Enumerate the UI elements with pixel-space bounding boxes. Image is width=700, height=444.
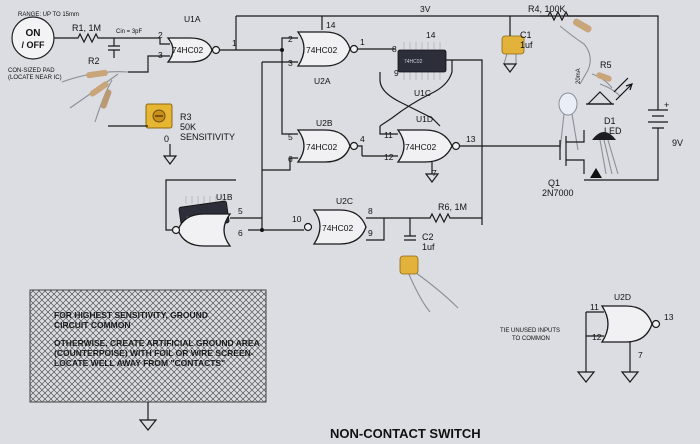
r5-value: 20mA — [576, 68, 582, 84]
pad-note-line1: CON-SIZED PAD — [8, 68, 55, 74]
u1c-pin-a: 8 — [392, 44, 397, 54]
u2a-pin-out: 1 — [360, 37, 365, 47]
u2c-name: U2C — [336, 196, 353, 206]
r3-value: 50K — [180, 122, 196, 132]
u1d-pin-out: 13 — [466, 134, 476, 144]
u2b-pin-a: 5 — [288, 132, 293, 142]
c1-label: C1 — [520, 30, 532, 40]
u1a-part: 74HC02 — [172, 45, 203, 55]
gate-u1d — [396, 129, 461, 163]
u1d-pin-a: 11 — [384, 130, 393, 140]
tie-note-line2: TO COMMON — [512, 336, 550, 342]
u1a-pin-out: 1 — [232, 38, 237, 48]
u1a-pin-a: 2 — [158, 30, 163, 40]
gate-u2c — [303, 209, 367, 245]
r5-label: R5 — [600, 60, 612, 70]
u2c-part: 74HC02 — [322, 223, 353, 233]
u2d-pin-b: 12 — [592, 332, 602, 342]
r3-label: R3 — [180, 112, 192, 122]
u2c-pin-c: 9 — [368, 228, 373, 238]
u2a-name: U2A — [314, 76, 331, 86]
u1b-pin-b: 6 — [238, 228, 243, 238]
u2d-pin-a: 11 — [590, 302, 599, 312]
u1d-pin-gnd: 7 — [432, 168, 437, 178]
on-off-touch-pad[interactable]: ON / OFF — [11, 16, 55, 60]
gate-u1a — [166, 37, 221, 63]
led-d1 — [558, 92, 579, 151]
vcc-label: 3V — [420, 4, 431, 14]
r3-sensitivity: SENSITIVITY — [180, 132, 235, 142]
u2c-pin-b: 8 — [368, 206, 373, 216]
u1d-pin-b: 12 — [384, 152, 394, 162]
u2a-part: 74HC02 — [306, 45, 337, 55]
pad-on-label: ON — [26, 28, 41, 39]
u1a-pin-b: 3 — [158, 50, 163, 60]
diagram-title: NON-CONTACT SWITCH — [330, 426, 481, 441]
r6-label: R6, 1M — [438, 202, 467, 212]
d1-label: D1 — [604, 116, 616, 126]
ground-note-line6: LOCATE WELL AWAY FROM "CONTACTS" — [54, 358, 225, 368]
battery-label: 9V — [672, 138, 683, 148]
u1c-pin-b: 9 — [394, 68, 399, 78]
u2b-name: U2B — [316, 118, 333, 128]
gate-u1b — [171, 213, 232, 247]
u2b-part: 74HC02 — [306, 142, 337, 152]
u1c-name: U1C — [414, 88, 431, 98]
r4-label: R4, 100K — [528, 4, 566, 14]
u1b-name: U1B — [216, 192, 233, 202]
gate-u2a — [296, 31, 359, 67]
u2d-name: U2D — [614, 292, 631, 302]
pad-note-line2: (LOCATE NEAR IC) — [8, 75, 62, 81]
ground-note-line2: CIRCUIT COMMON — [54, 320, 131, 330]
gate-u2d — [600, 305, 661, 343]
u1a-name: U1A — [184, 14, 201, 24]
u1c-pin-vcc: 14 — [426, 30, 436, 40]
q1-label: Q1 — [548, 178, 560, 188]
u1d-part: 74HC02 — [405, 142, 436, 152]
c1-value: 1uf — [520, 40, 533, 50]
u2d-pin-gnd: 7 — [638, 350, 643, 360]
range-note: RANGE: UP TO 15mm — [18, 12, 79, 18]
r3-pin: 0 — [164, 134, 169, 144]
u2a-pin-a: 2 — [288, 34, 293, 44]
ic-u1c-chip: 74HC02 — [397, 42, 447, 80]
tie-note-line1: TIE UNUSED INPUTS — [500, 328, 560, 334]
r3-potentiometer[interactable] — [145, 103, 173, 129]
counterpoise-ground-area — [29, 289, 267, 403]
c2-capacitor-body — [399, 255, 459, 313]
gate-u2b — [296, 129, 359, 163]
battery-plus: + — [664, 100, 669, 110]
r1-label: R1, 1M — [72, 23, 101, 33]
pad-off-label: / OFF — [22, 40, 45, 50]
ground-note-line4: OTHERWISE, CREATE ARTIFICIAL GROUND AREA — [54, 338, 260, 348]
u2c-pin-a: 10 — [292, 214, 302, 224]
u2a-pin-b: 3 — [288, 58, 293, 68]
u1c-chip-marking: 74HC02 — [404, 59, 423, 65]
u2b-pin-out: 4 — [360, 134, 365, 144]
u1b-pin-a: 5 — [238, 206, 243, 216]
ground-note-line1: FOR HIGHEST SENSITIVITY, GROUND — [54, 310, 208, 320]
c2-label: C2 — [422, 232, 434, 242]
r2-label: R2 — [88, 56, 100, 66]
d1-type: LED — [604, 126, 622, 136]
u1d-name: U1D — [416, 114, 433, 124]
c1-capacitor-body — [501, 35, 525, 65]
q1-type: 2N7000 — [542, 188, 574, 198]
c2-value: 1uf — [422, 242, 435, 252]
r2-resistor-bundle — [61, 69, 129, 123]
transistor-q1 — [559, 130, 619, 178]
u2d-pin-out: 13 — [664, 312, 674, 322]
ground-note-line5: (COUNTERPOISE) WITH FOIL OR WIRE SCREEN- — [54, 348, 254, 358]
cin-label: Cin = 3pF — [116, 29, 143, 35]
u2a-pin-vcc: 14 — [326, 20, 336, 30]
